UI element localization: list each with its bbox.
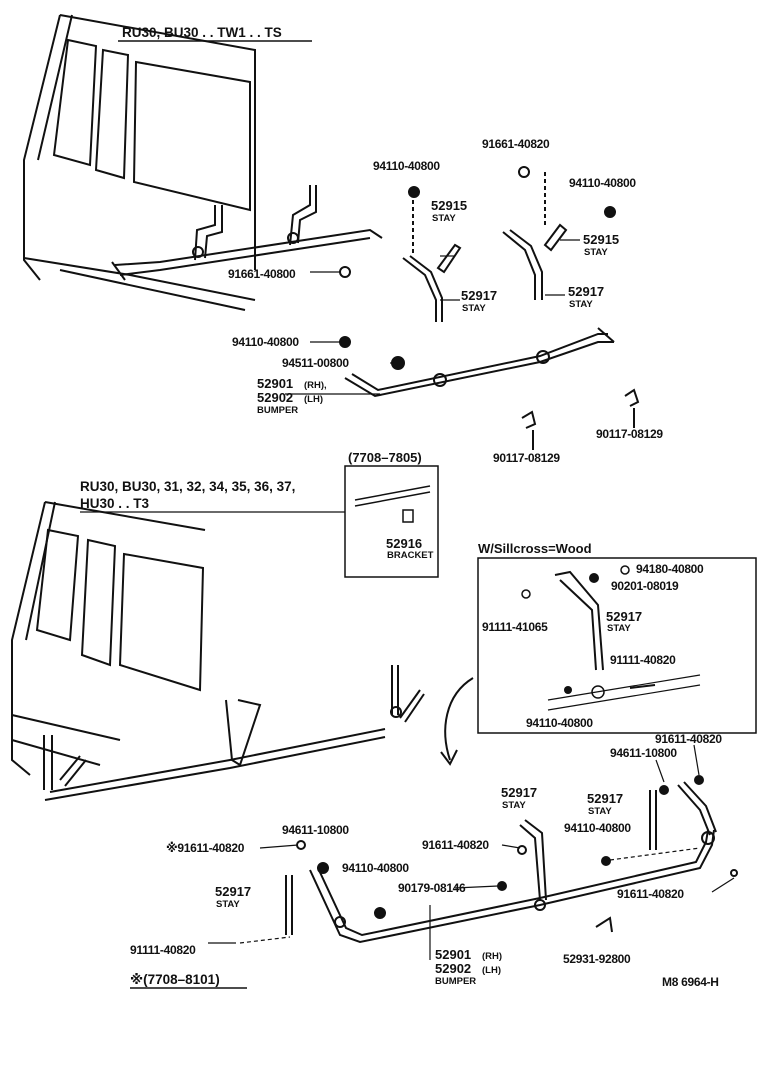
stays-top [339,166,616,370]
wood-label-94110: 94110-40800 [526,716,593,730]
header-bottom-line1: RU30, BU30, 31, 32, 34, 35, 36, 37, [80,479,295,494]
header-top: RU30, BU30 . . TW1 . . TS [122,25,282,40]
clips-90117 [521,388,640,450]
label-52915-b: 52915 [583,232,619,247]
bumper-top [344,327,615,398]
label-94110-40800-a: 94110-40800 [373,159,440,173]
label-91111-40820: 91111-40820 [130,943,196,957]
leaders-top [285,239,580,395]
label-91611-40820-m: 91611-40820 [422,838,489,852]
label-52917-r: 52917 [587,791,623,806]
label-rh-bottom: (RH) [482,951,502,962]
label-lh-bottom: (LH) [482,965,501,976]
label-52902-top: 52902 [257,390,293,405]
truck-bed-top [23,14,256,311]
label-stay-a: STAY [462,303,486,314]
label-stay-52915-a: STAY [432,213,456,224]
label-94110-40800-b: 94110-40800 [569,176,636,190]
diagram-id: M8 6964-H [662,975,719,989]
label-91611-40820-star: ※91611-40820 [166,841,245,855]
label-rh-top: (RH), [304,380,327,391]
label-52917-l: 52917 [215,884,251,899]
label-52915-a: 52915 [431,198,467,213]
label-stay-l: STAY [216,899,240,910]
label-90117-08129-b: 90117-08129 [596,427,663,441]
label-52917-m: 52917 [501,785,537,800]
label-91611-40820-rr: 91611-40820 [617,887,684,901]
label-91661-40820: 91661-40820 [482,137,550,151]
curved-arrow [444,677,474,761]
label-90117-08129-a: 90117-08129 [493,451,560,465]
label-bumper-top: BUMPER [257,405,298,416]
label-94511-00800: 94511-00800 [282,356,349,370]
label-52931-92800: 52931-92800 [563,952,631,966]
wood-label-91111-40820: 91111-40820 [610,653,676,667]
label-52917-b: 52917 [568,284,604,299]
label-52901-bottom: 52901 [435,947,471,962]
wood-label-52917: 52917 [606,609,642,624]
wood-label-stay: STAY [607,623,631,634]
wood-label-94180: 94180-40800 [636,562,704,576]
wood-label-91111-41065: 91111-41065 [482,620,548,634]
stays-bottom [239,775,738,944]
inset-bracket-range: (7708–7805) [348,450,422,465]
truck-bed-bottom [11,501,206,776]
top-section: RU30, BU30 . . TW1 . . TS 91661-40820 94… [23,14,664,465]
curved-arrow-head [440,749,458,766]
wood-label-90201: 90201-08019 [611,579,679,593]
label-94110-40800-c: 94110-40800 [232,335,299,349]
label-stay-b: STAY [569,299,593,310]
label-94611-10800-r: 94611-10800 [610,746,677,760]
leaders-bottom [208,744,735,960]
label-94611-10800-l: 94611-10800 [282,823,349,837]
label-bumper-bottom: BUMPER [435,976,476,987]
label-lh-top: (LH) [304,394,323,405]
label-91611-40820-r: 91611-40820 [655,732,722,746]
inset-wood: W/Sillcross=Wood 94180-40800 90201-08019… [477,541,757,734]
label-94110-40800-r: 94110-40800 [564,821,631,835]
label-stay-m: STAY [502,800,526,811]
label-52902-bottom: 52902 [435,961,471,976]
label-94110-40800-m: 94110-40800 [342,861,409,875]
label-52917-a: 52917 [461,288,497,303]
rear-stay-bar [111,185,383,281]
label-stay-52915-b: STAY [584,247,608,258]
rear-stay-bar-bottom [43,665,425,801]
footnote: ※(7708–8101) [130,972,220,987]
label-stay-r: STAY [588,806,612,817]
header-bottom-line2: HU30 . . T3 [80,496,150,511]
bottom-section: RU30, BU30, 31, 32, 34, 35, 36, 37, HU30… [11,450,757,989]
label-52901-top: 52901 [257,376,293,391]
label-91661-40800: 91661-40800 [228,267,296,281]
inset-bracket-name: BRACKET [387,550,434,561]
inset-bracket: (7708–7805) 52916 BRACKET [344,450,439,578]
inset-bracket-part: 52916 [386,536,422,551]
label-90179-08146: 90179-08146 [398,881,466,895]
inset-wood-title: W/Sillcross=Wood [478,541,592,556]
